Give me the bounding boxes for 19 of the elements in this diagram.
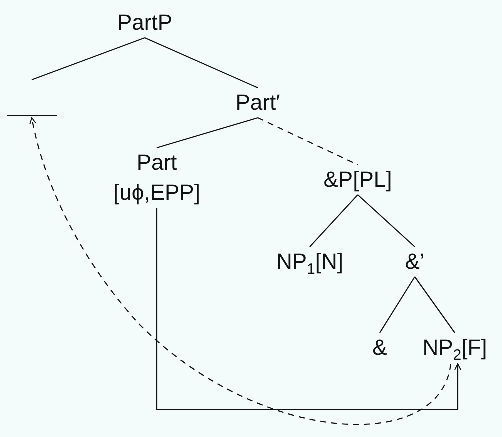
node-label: NP$_{1}$[N] — [276, 248, 344, 277]
tree-branch — [144, 38, 258, 88]
tree-branch — [156, 117, 258, 149]
node-label: PartP — [117, 9, 173, 37]
feature-label: [uϕ,EPP] — [114, 179, 200, 207]
tree-branch — [358, 194, 416, 248]
tree-branch — [380, 276, 416, 334]
node-label: Part — [136, 149, 178, 177]
tree-branch — [310, 194, 358, 248]
node-label: &’ — [405, 248, 425, 276]
tree-branch — [414, 276, 456, 334]
movement-arrow — [30, 118, 452, 426]
movement-arrow — [156, 208, 462, 411]
tree-branch — [32, 37, 146, 81]
node-label: & — [372, 334, 388, 362]
node-label: NP$_{2}$[F] — [422, 334, 488, 363]
tree-branch — [258, 118, 358, 166]
node-label: &P[PL] — [324, 166, 392, 194]
node-label: Part′ — [236, 89, 280, 117]
